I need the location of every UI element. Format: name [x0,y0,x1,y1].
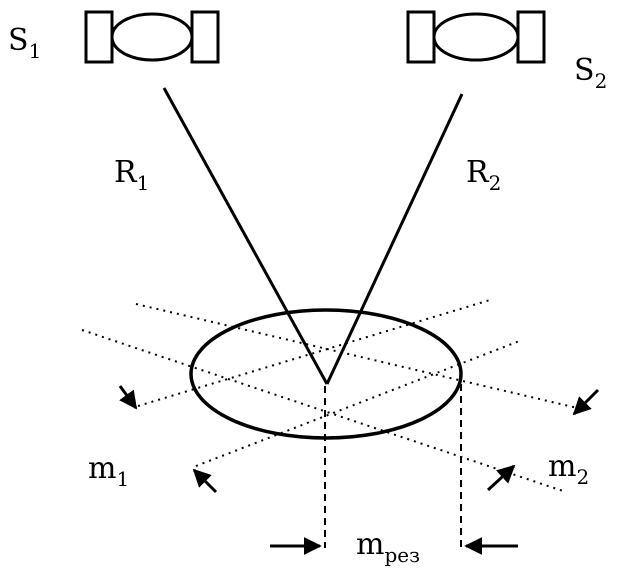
error-2-label: m2 [548,449,589,489]
error-arrows [118,385,600,494]
satellite-1-icon [84,10,220,64]
range-line-2 [325,93,464,385]
satellite-2-label: S2 [574,53,607,93]
error-1-label: m1 [88,451,129,491]
range-1-label: R1 [114,155,149,195]
range-2-label: R2 [466,155,501,195]
projection-lines [324,372,462,548]
range-line-1 [162,87,329,385]
satellite-1-label: S1 [8,23,41,63]
satellite-2-icon [406,10,546,64]
error-band-lines [81,299,587,493]
resultant-error-label: mрез [356,527,420,567]
error-ellipse [189,308,463,440]
